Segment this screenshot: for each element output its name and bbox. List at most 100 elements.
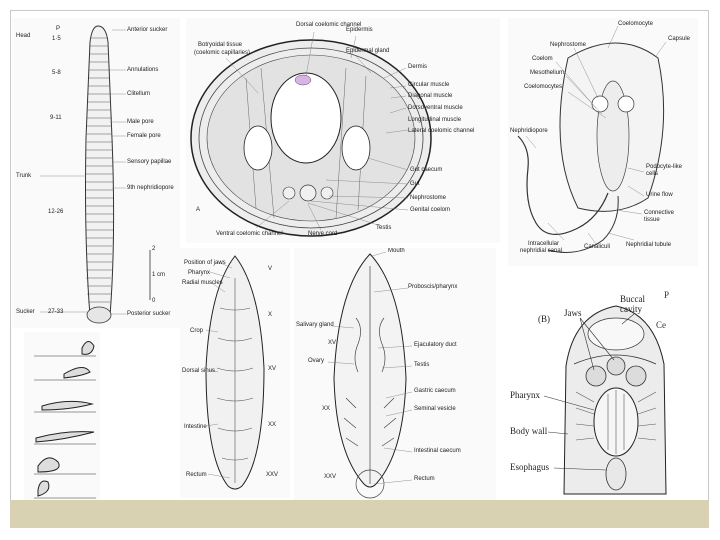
label-genital-coelom: Genital coelom xyxy=(410,207,451,213)
footer-band xyxy=(10,500,709,528)
label-coelom: Coelom xyxy=(532,56,553,62)
label-repro-seg-xx: XX xyxy=(322,406,331,412)
label-position-jaws: Position of jaws xyxy=(184,260,226,266)
label-scale-top: 2 xyxy=(152,246,156,252)
label-pharynx-jaws: Pharynx xyxy=(510,390,540,400)
label-male-pore: Male pore xyxy=(127,119,154,125)
label-anterior-sucker: Anterior sucker xyxy=(127,27,168,33)
digestive-drawing xyxy=(205,255,265,490)
label-dorsoventral: Dorsoventral muscle xyxy=(408,105,463,111)
label-nephridiopore: Nephridiopore xyxy=(510,128,548,134)
label-podocyte: Podocyte-like xyxy=(646,164,683,170)
label-lateral-channel: Lateral coelomic channel xyxy=(408,128,475,134)
label-canaliculi: Canaliculi xyxy=(584,244,611,250)
fragment-p: P xyxy=(664,290,670,300)
label-intracellular2: nephridial canal xyxy=(520,248,563,254)
label-dermis: Dermis xyxy=(408,64,427,70)
label-seg-xx: XX xyxy=(268,422,277,428)
label-salivary: Salivary gland xyxy=(296,322,334,328)
label-ventral-channel: Ventral coelomic channel xyxy=(216,231,283,237)
label-body-wall: Body wall xyxy=(510,426,548,436)
label-seg-x: X xyxy=(268,312,273,318)
label-proboscis: Proboscis/pharynx xyxy=(408,284,458,290)
label-rectum-repro: Rectum xyxy=(414,476,435,482)
label-urine-flow: Urine flow xyxy=(646,192,673,198)
label-nephrostome: Nephrostome xyxy=(410,195,447,201)
label-coelomocytes: Coelomocytes xyxy=(524,84,563,90)
label-botryoidal-sub: (coelomic capillaries) xyxy=(194,50,251,56)
label-testis: Testis xyxy=(376,225,392,231)
label-seg-27-33: 27-33 xyxy=(48,309,64,315)
reproductive-drawing xyxy=(327,251,413,499)
label-epidermis: Epidermis xyxy=(346,27,373,33)
label-botryoidal: Botryoidal tissue xyxy=(198,42,243,48)
label-seminal: Seminal vesicle xyxy=(414,406,456,412)
cross-section-panel: Dorsal coelomic channel Epidermis Botryo… xyxy=(186,18,500,243)
label-sucker: Sucker xyxy=(16,309,35,315)
label-seg-5-8: 5-8 xyxy=(52,70,61,76)
label-annulations: Annulations xyxy=(127,67,159,73)
cross-section-drawing xyxy=(190,31,432,237)
label-seg-9-11: 9-11 xyxy=(50,115,62,121)
label-buccal-cavity: cavity xyxy=(620,304,642,314)
label-intestine: Intestine xyxy=(184,424,207,430)
label-female-pore: Female pore xyxy=(127,133,161,139)
label-connective: Connective xyxy=(644,210,675,216)
label-seg-xxv: XXV xyxy=(266,472,279,478)
reproductive-panel: Mouth Proboscis/pharynx Salivary gland O… xyxy=(294,248,496,500)
label-ovary: Ovary xyxy=(308,358,325,364)
label-buccal: Buccal xyxy=(620,294,645,304)
label-seg-p: P xyxy=(56,26,61,32)
label-intestinal: Intestinal caecum xyxy=(414,448,461,454)
label-pharynx: Pharynx xyxy=(188,270,211,276)
label-seg-12-26: 12-26 xyxy=(48,209,64,215)
label-connective2: tissue xyxy=(644,217,660,223)
label-mesothelium: Mesothelium xyxy=(530,70,565,76)
label-coelomocyte: Coelomocyte xyxy=(618,21,654,27)
label-posterior-sucker: Posterior sucker xyxy=(127,311,171,317)
label-nerve-cord: Nerve cord xyxy=(308,231,338,237)
label-capsule: Capsule xyxy=(668,36,691,42)
label-dorsal-sinus: Dorsal sinus xyxy=(182,368,216,374)
label-testis: Testis xyxy=(414,362,430,368)
label-intracellular: Intracellular xyxy=(528,241,560,247)
label-esophagus: Esophagus xyxy=(510,462,549,472)
label-seg-1-5: 1·5 xyxy=(52,36,61,42)
locomotion-drawing xyxy=(34,341,96,499)
label-clitellum: Clitellum xyxy=(127,91,151,97)
locomotion-panel xyxy=(24,332,100,502)
label-seg-xv: XV xyxy=(268,366,277,372)
label-jaws: Jaws xyxy=(564,308,582,318)
label-figure-a: A xyxy=(196,207,201,213)
label-figure-b: (B) xyxy=(538,314,550,324)
label-crop: Crop xyxy=(190,328,204,334)
label-head: Head xyxy=(16,33,31,39)
label-epidermal-gland: Epidermal gland xyxy=(346,48,390,54)
label-circular: Circular muscle xyxy=(408,82,450,88)
external-morphology-panel: Anterior sucker Annulations Clitellum Ma… xyxy=(12,18,180,328)
label-podocyte2: cells xyxy=(646,171,659,177)
label-ejaculatory: Ejaculatory duct xyxy=(414,342,457,348)
label-trunk: Trunk xyxy=(16,173,32,179)
jaws-panel: (B) Jaws Buccal cavity Pharynx Body wall… xyxy=(504,284,704,498)
fragment-ce: Ce xyxy=(656,320,666,330)
label-nephridial-tubule: Nephridial tubule xyxy=(626,242,672,248)
digestive-panel: Position of jaws Pharynx Radial muscles … xyxy=(180,248,290,498)
label-nephrostome: Nephrostome xyxy=(550,42,587,48)
label-gut: Gut xyxy=(410,181,420,187)
label-seg-v: V xyxy=(268,266,273,272)
jaws-drawing xyxy=(543,305,667,495)
nephridium-panel: Coelomocyte Capsule Nephrostome Coelom M… xyxy=(508,18,698,266)
label-repro-seg-xv: XV xyxy=(328,340,337,346)
label-gut-caecum: Gut caecum xyxy=(410,167,443,173)
label-nephridiopore: 9th nephridiopore xyxy=(127,185,174,191)
leech-body-drawing xyxy=(40,25,151,324)
label-sensory-papillae: Sensory papillae xyxy=(127,159,172,165)
nephridium-drawing xyxy=(517,25,667,253)
label-diagonal: Diagonal muscle xyxy=(408,93,453,99)
label-mouth: Mouth xyxy=(388,248,405,254)
label-gastric: Gastric caecum xyxy=(414,388,456,394)
label-rectum: Rectum xyxy=(186,472,207,478)
label-radial-muscles: Radial muscles xyxy=(182,280,223,286)
label-dorsal-channel: Dorsal coelomic channel xyxy=(296,22,362,28)
